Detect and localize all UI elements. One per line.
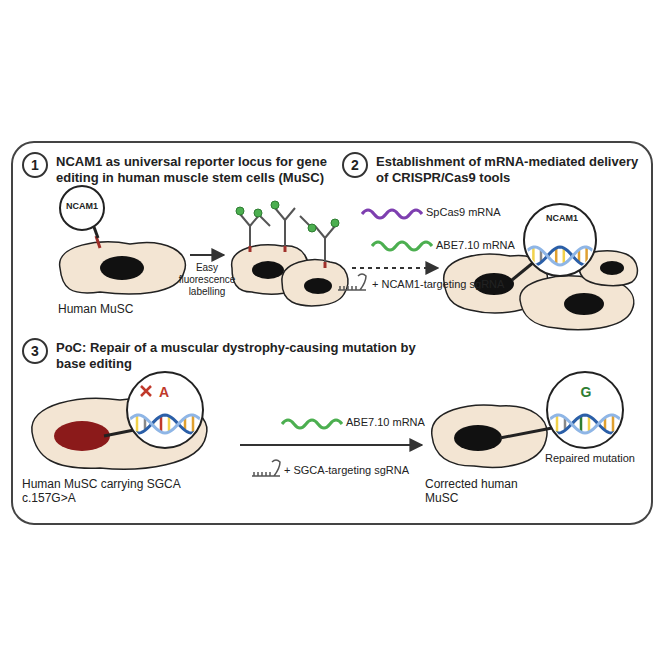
dotted-arrow	[352, 267, 438, 269]
muscle-cell	[60, 242, 186, 294]
magnifier	[60, 186, 104, 230]
base-pair	[593, 252, 596, 260]
abe-mrna	[282, 420, 342, 428]
nucleus	[304, 278, 332, 294]
spcas9-mrna	[362, 210, 422, 218]
base-pair	[136, 415, 139, 433]
base-pair	[128, 420, 131, 428]
annotation-label: G	[578, 384, 594, 401]
nucleus	[454, 425, 502, 451]
cell-label: Corrected human MuSC	[425, 477, 545, 505]
step-number: 3	[22, 338, 48, 364]
base-pair	[192, 415, 195, 433]
step-number: 1	[22, 152, 48, 178]
muscle-cell	[282, 260, 348, 306]
mutant-nucleus	[54, 421, 110, 451]
process-arrow	[240, 444, 422, 446]
cell-group: Human MuSC carrying SGCA c.157G>A	[22, 385, 237, 505]
cell-group: Human MuSC	[58, 236, 184, 316]
annotation-label: ABE7.10 mRNA	[346, 416, 436, 429]
mutation-cross	[141, 386, 151, 396]
magnifier-handle	[512, 262, 534, 280]
annotation-label: A	[156, 384, 172, 401]
section-heading: 1 NCAM1 as universal reporter locus for g…	[22, 152, 332, 186]
magnifier-handle	[104, 430, 134, 436]
muscle-cell	[432, 405, 547, 467]
base-pair	[612, 415, 615, 433]
base-pair	[532, 247, 535, 265]
base-pair	[548, 420, 551, 428]
base-pair	[168, 416, 171, 432]
abe-mrna	[372, 242, 432, 250]
fluorophore	[236, 201, 339, 232]
base-pair	[620, 420, 623, 428]
base-pair	[580, 416, 583, 432]
antibody	[240, 208, 335, 262]
magnifier	[547, 372, 623, 448]
base-pair	[525, 252, 528, 260]
base-pair	[555, 248, 558, 264]
cell-group: Corrected human MuSC	[425, 385, 545, 505]
section-heading: 3 PoC: Repair of a muscular dystrophy-cau…	[22, 338, 442, 372]
annotation-label: Easy fluorescence labelling	[178, 262, 236, 298]
nucleus	[252, 261, 284, 279]
base-pair	[160, 416, 163, 432]
process-arrow	[190, 254, 224, 256]
annotation-label: NCAM1	[540, 213, 584, 224]
section-title: PoC: Repair of a muscular dystrophy-caus…	[56, 338, 442, 372]
annotation-label: + SGCA-targeting sgRNA	[284, 464, 424, 477]
cell-label: Human MuSC	[58, 302, 184, 316]
base-pair	[563, 248, 566, 264]
nucleus	[100, 256, 144, 280]
dna-strand	[125, 415, 205, 433]
base-pair	[556, 415, 559, 433]
section-heading: 2 Establishment of mRNA-mediated delivery…	[342, 152, 642, 186]
outer-panel	[12, 142, 652, 524]
dna-strand	[545, 415, 625, 433]
nucleus	[600, 261, 624, 275]
annotation-label: + NCAM1-targeting sgRNA	[372, 278, 522, 291]
annotation-label: ABE7.10 mRNA	[436, 239, 536, 252]
magnifier	[127, 372, 203, 448]
dna-strand	[125, 415, 205, 433]
annotation-label: Repaired mutation	[545, 452, 635, 465]
section-title: Establishment of mRNA-mediated delivery …	[376, 152, 642, 186]
dna-strand	[522, 247, 598, 265]
dna-strand	[545, 415, 625, 433]
sgrna-icon	[252, 460, 280, 476]
dna-strand	[522, 247, 598, 265]
base-pair	[588, 416, 591, 432]
cell-label: Human MuSC carrying SGCA c.157G>A	[22, 477, 237, 505]
base-pair	[200, 420, 203, 428]
annotation-label: SpCas9 mRNA	[426, 206, 526, 219]
nucleus	[564, 293, 604, 315]
section-title: NCAM1 as universal reporter locus for ge…	[56, 152, 332, 186]
magnifier-handle	[94, 227, 98, 238]
magnifier-handle	[500, 428, 552, 438]
sgrna-icon	[338, 274, 366, 290]
annotation-label: NCAM1	[60, 201, 104, 212]
base-pair	[585, 247, 588, 265]
step-number: 2	[342, 152, 368, 178]
